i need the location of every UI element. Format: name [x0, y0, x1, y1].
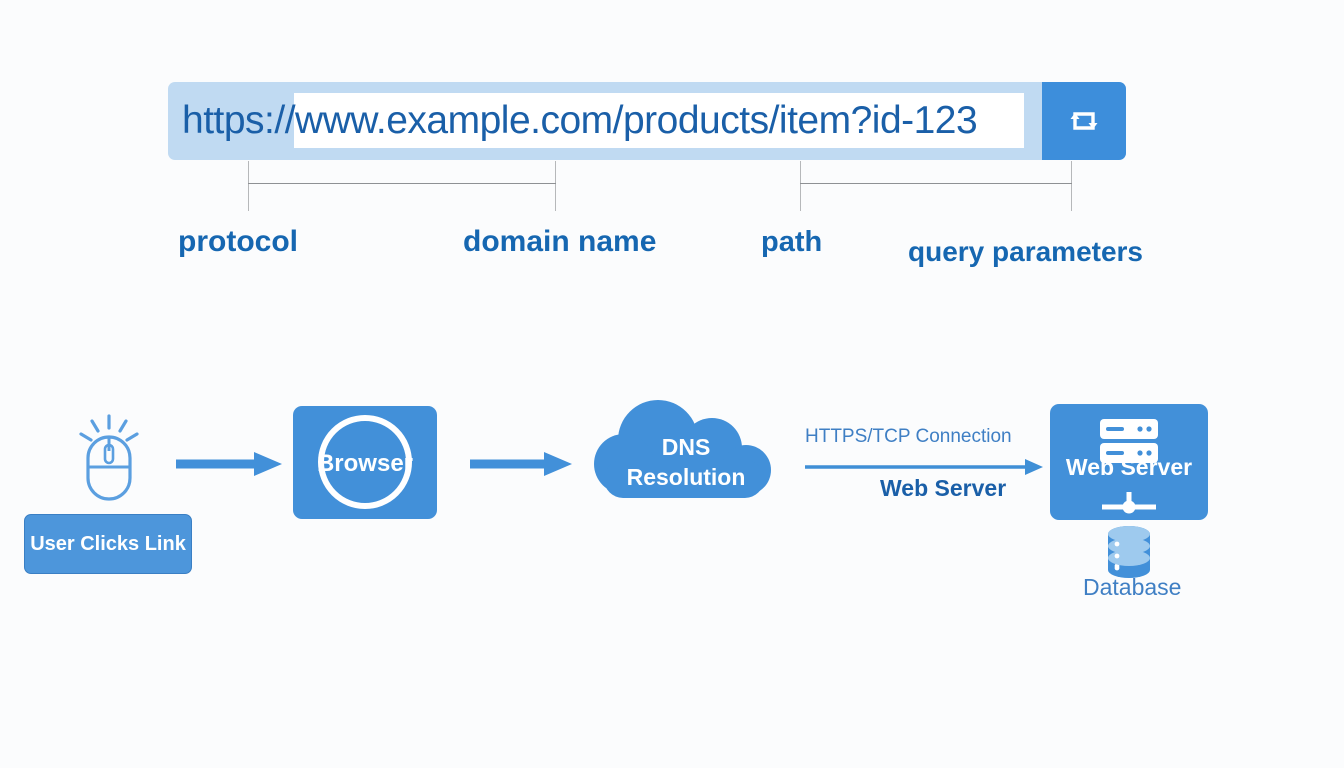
server-rack-icon	[1100, 419, 1158, 514]
arrow-browser-to-dns	[470, 448, 575, 485]
badge-user-clicks-link-label: User Clicks Link	[30, 532, 186, 555]
url-part-label-path: path	[761, 226, 823, 258]
node-web-server: Web Server	[1050, 404, 1208, 520]
database-label: Database	[1083, 574, 1182, 600]
circle-icon	[318, 415, 412, 509]
url-part-label-domain-name: domain name	[463, 225, 657, 258]
arrow-user-to-browser	[176, 448, 286, 485]
arrow-dns-to-server	[805, 455, 1045, 484]
badge-user-clicks-link: User Clicks Link	[24, 514, 192, 574]
database-icon	[1100, 524, 1158, 587]
url-text[interactable]: https://www.example.com/products/item?id…	[182, 99, 978, 142]
node-browser-label: Browser	[316, 450, 414, 477]
connection-label-below: Web Server	[880, 475, 1007, 501]
url-part-label-query-parameters: query parameters	[908, 236, 1144, 267]
node-browser: Browser	[293, 406, 437, 519]
refresh-icon	[1070, 112, 1098, 130]
node-web-server-label: Web Server	[1065, 454, 1193, 480]
mouse-click-icon	[74, 412, 144, 512]
connection-label-above: HTTPS/TCP Connection	[805, 426, 1012, 447]
node-dns-resolution: DNS Resolution	[588, 398, 784, 510]
url-input-field[interactable]	[294, 93, 1024, 148]
cloud-icon	[594, 400, 771, 498]
url-bar[interactable]: https://www.example.com/products/item?id…	[168, 82, 1126, 160]
refresh-button[interactable]	[1042, 82, 1126, 160]
url-part-label-protocol: protocol	[178, 225, 298, 258]
